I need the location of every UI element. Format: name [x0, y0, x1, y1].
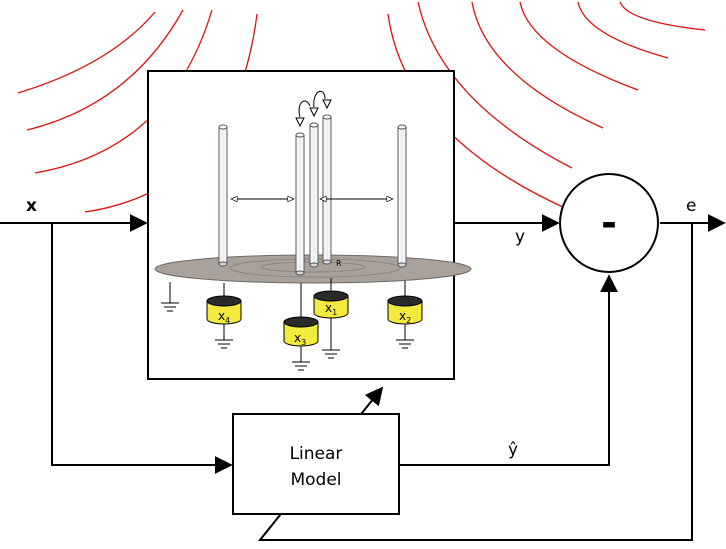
prediction-label: ŷ	[508, 440, 518, 460]
input-label: x	[26, 196, 37, 216]
field-line	[26, 9, 184, 131]
electrode-x2-label: x	[399, 309, 406, 323]
probe-markers	[295, 90, 332, 128]
electrode-x4-label: x	[218, 309, 225, 323]
linear-model-block: Linear Model	[232, 413, 400, 515]
output-label: y	[515, 227, 525, 247]
svg-text:x2: x2	[399, 309, 411, 325]
field-line	[577, 1, 669, 59]
rods	[218, 114, 407, 276]
field-line	[471, 1, 604, 129]
electrode-x1-label: x	[325, 301, 332, 315]
rod-right	[397, 124, 407, 268]
model-label-line2: Model	[290, 470, 341, 490]
svg-text:x4: x4	[218, 309, 230, 325]
ground-icon	[161, 282, 179, 312]
input-to-model-line	[51, 223, 233, 474]
minus-sign: -	[601, 201, 617, 245]
radius-label: R	[336, 259, 342, 268]
svg-text:x1: x1	[325, 301, 337, 317]
electrode-x3-label: x	[294, 331, 301, 345]
field-line	[519, 1, 639, 91]
error-label: e	[686, 196, 696, 216]
rod-left	[218, 124, 228, 267]
model-label-line1: Linear	[290, 444, 343, 464]
summing-junction: -	[559, 173, 659, 273]
field-line	[417, 1, 573, 169]
rod-center-a	[295, 132, 305, 276]
rod-center-b	[309, 122, 319, 268]
field-line	[17, 11, 156, 94]
rod-center-c	[322, 114, 332, 265]
electrode-x1: x1	[313, 278, 349, 359]
electrode-x3: x3	[283, 283, 319, 371]
svg-text:x3: x3	[294, 331, 306, 347]
field-line	[34, 9, 213, 174]
field-line	[619, 1, 706, 31]
electrode-x4: x4	[206, 283, 242, 349]
electrode-x2: x2	[387, 281, 423, 349]
prediction-line	[399, 274, 618, 466]
electrodes: x4 x3 x1	[161, 278, 423, 371]
